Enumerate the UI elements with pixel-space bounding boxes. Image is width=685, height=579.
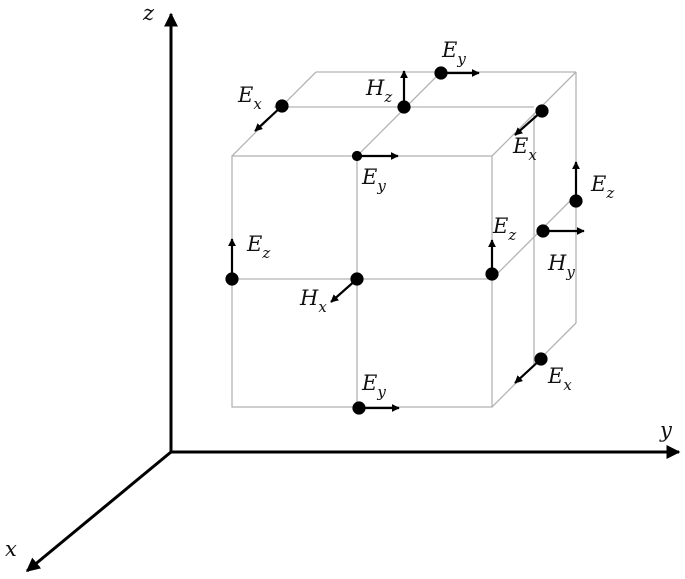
field-markers <box>225 66 585 415</box>
label-ez-front-left: Ez <box>246 232 270 262</box>
label-ez-front-right: Ez <box>492 214 516 244</box>
marker-ex-bottom-right <box>514 352 548 384</box>
field-labels: Ey Hz Ex Ex Ey Ez Ez Ez Hy Hx Ex Ey <box>237 38 614 401</box>
label-hz-top-face: Hz <box>365 76 392 106</box>
z-axis-label: z <box>142 1 155 25</box>
label-ey-top-edge: Ey <box>441 38 466 68</box>
label-ex-top-left: Ex <box>237 83 262 113</box>
marker-ex-top-left <box>254 99 289 132</box>
label-hy-right-face: Hy <box>547 251 575 281</box>
marker-ey-front-bottom <box>352 401 400 415</box>
marker-hx-front-face <box>330 272 364 303</box>
marker-ez-front-left <box>225 238 239 286</box>
label-ey-front-top: Ey <box>361 165 386 195</box>
x-axis-label: x <box>5 537 17 561</box>
top-mid-depth <box>356 71 442 157</box>
marker-hz-top-face <box>397 70 411 114</box>
label-ex-bottom-right: Ex <box>547 364 572 394</box>
label-hx-front-face: Hx <box>299 286 327 316</box>
x-axis <box>25 450 172 573</box>
marker-hy-right-face <box>536 224 585 238</box>
label-ez-back-right: Ez <box>590 172 614 202</box>
marker-ey-top-edge <box>434 66 480 80</box>
marker-ey-front-top <box>351 150 399 162</box>
marker-ez-back-right <box>569 161 583 208</box>
y-axis-label: y <box>659 418 673 442</box>
label-ex-top-right: Ex <box>512 134 537 164</box>
marker-ex-top-right <box>514 104 549 136</box>
cube-wireframe <box>231 71 577 408</box>
coordinate-axes <box>25 12 681 573</box>
label-ey-front-bottom: Ey <box>361 371 386 401</box>
marker-ez-front-right <box>485 239 499 281</box>
